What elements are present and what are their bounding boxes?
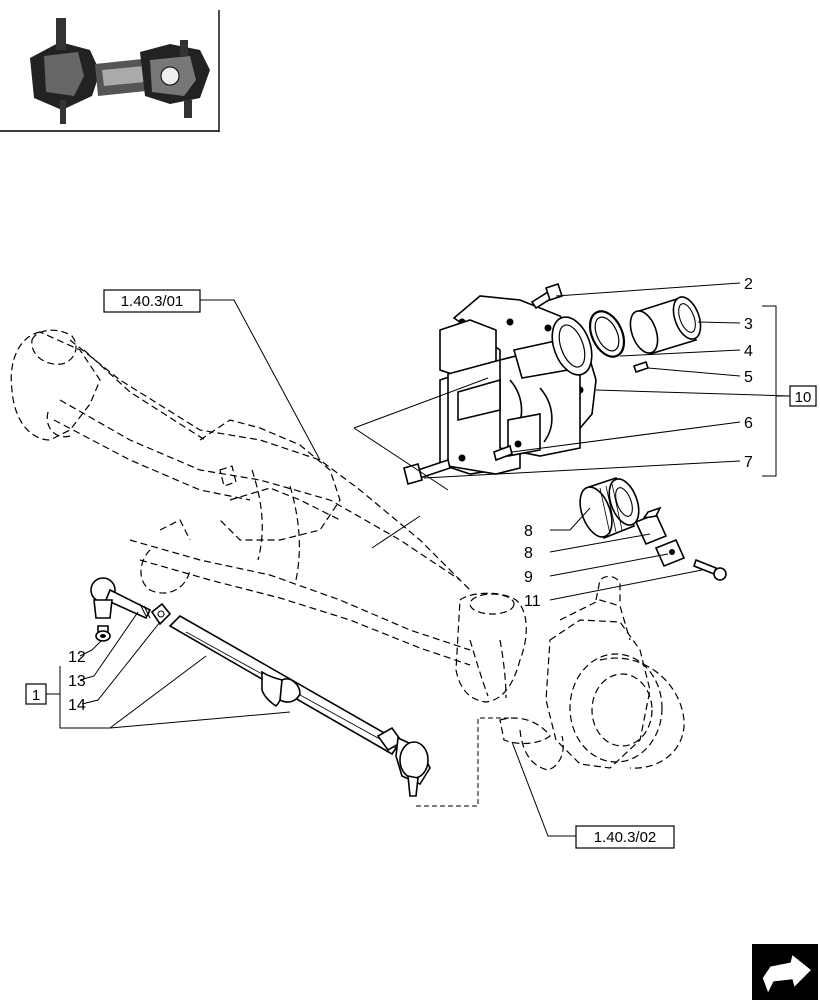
reference-label-upper: 1.40.3/01 [121,293,184,310]
callout-9: 7 [744,454,753,471]
callout-8b: 6 [744,415,753,432]
callout-12: 8 [524,545,533,562]
screw-part-14 [693,558,727,581]
callout-14: 11 [524,593,541,610]
bushing-part-6 [629,296,702,355]
gear-ring-part-11 [579,476,640,540]
clip-part-12 [634,506,668,546]
leader-lines [59,282,791,837]
group-box-10: 10 [789,385,817,407]
nut-part-4 [95,630,111,642]
callout-6: 3 [744,316,753,333]
callout-13: 9 [524,569,533,586]
next-page-arrow-icon[interactable] [752,944,818,1000]
callout-5: 2 [744,276,753,293]
pin-part-8-lower [493,444,513,462]
callout-2: 14 [68,697,86,714]
lock-nut-part-2 [150,602,172,626]
callout-8a: 5 [744,369,753,386]
group-number-10: 10 [795,389,812,406]
clip-part-13 [654,538,686,568]
group-number-1: 1 [32,687,40,704]
group-box-1: 1 [25,683,47,705]
callout-4: 12 [68,649,86,666]
callout-labels: 2 3 4 5 6 7 8 8 9 11 12 13 14 [68,276,753,714]
seal-ring-part-7 [588,310,626,358]
axle-thumbnail-icon [0,10,220,132]
callout-7: 4 [744,343,753,360]
tie-rod-end-left [90,577,152,635]
axle-housing-outline [10,329,685,771]
callout-11: 8 [524,523,533,540]
tie-rod-tube [168,615,404,756]
tie-rod-end-right [395,736,431,797]
reference-box-upper[interactable]: 1.40.3/01 [103,289,201,313]
dashed-link-lines [416,717,520,807]
pin-part-8-upper [632,360,650,374]
support-bracket [439,295,597,475]
reference-label-lower: 1.40.3/02 [594,829,657,846]
callout-3: 13 [68,673,86,690]
bolt-part-9 [403,458,451,485]
reference-box-lower[interactable]: 1.40.3/02 [575,825,675,849]
